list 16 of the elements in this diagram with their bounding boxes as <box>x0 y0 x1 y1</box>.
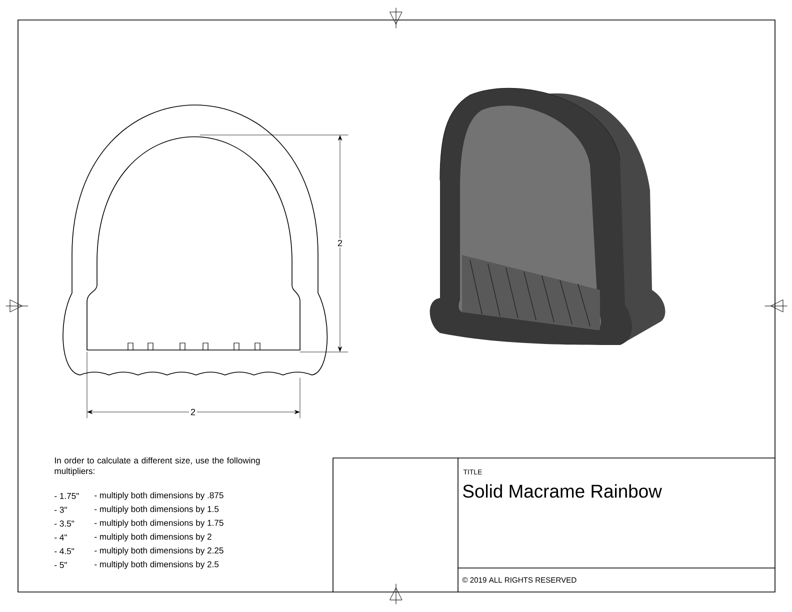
size-value: - 5" <box>54 562 67 568</box>
size-value: - 4.5" <box>54 548 74 554</box>
multiplier-text: - multiply both dimensions by 1.75 <box>94 520 224 528</box>
multiplier-text: - multiply both dimensions by .875 <box>94 492 224 500</box>
multiplier-text: - multiply both dimensions by 1.5 <box>94 506 219 514</box>
drawing-title: Solid Macrame Rainbow <box>463 484 662 498</box>
size-value: - 3.5" <box>54 520 74 527</box>
dimension-value: 2 <box>189 407 197 417</box>
note-text: In order to calculate a different size, use the following multipliers: <box>54 457 260 476</box>
multiplier-text: - multiply both dimensions by 2 <box>94 533 212 542</box>
size-value: - 3" <box>54 506 67 513</box>
dimension-value: 2 <box>336 238 344 248</box>
multiplier-text: - multiply both dimensions by 2.25 <box>94 547 224 556</box>
size-value: - 4" <box>54 534 67 540</box>
multiplier-text: - multiply both dimensions by 2.5 <box>94 561 219 569</box>
size-value: - 1.75" <box>54 493 79 499</box>
